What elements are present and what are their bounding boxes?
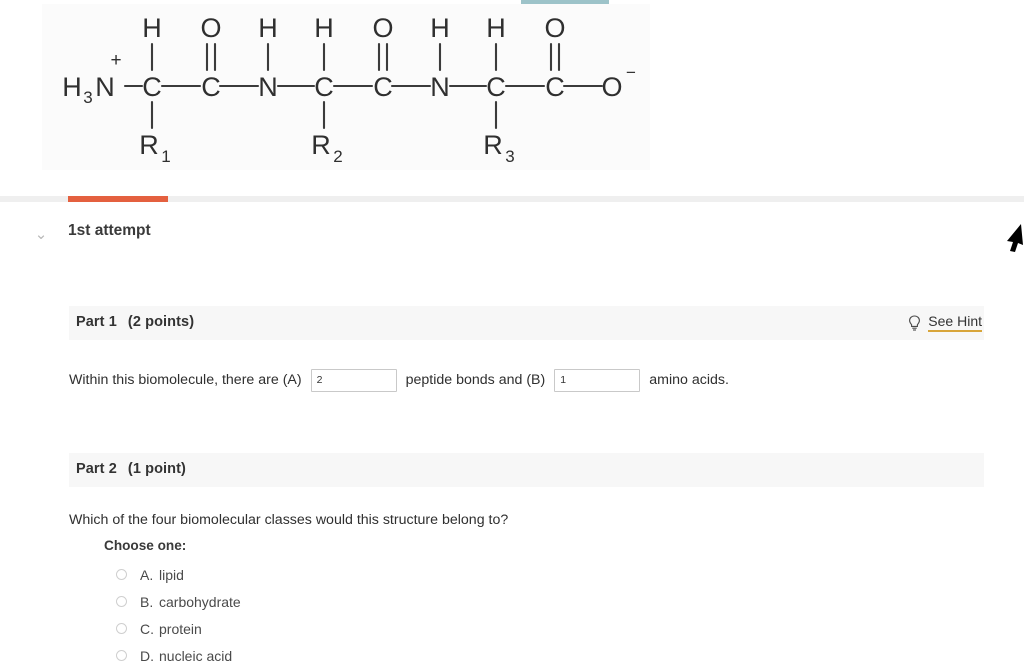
side-chain-R2: R bbox=[311, 130, 331, 160]
atom-C4: C bbox=[373, 72, 393, 102]
option-label-c: protein bbox=[159, 620, 202, 637]
atom-H-top-4: H bbox=[430, 13, 450, 43]
atom-C2: C bbox=[201, 72, 221, 102]
option-label-a: lipid bbox=[159, 566, 184, 583]
atom-O-top-3: O bbox=[544, 13, 565, 43]
see-hint-label: See Hint bbox=[928, 314, 982, 332]
option-label-d: nucleic acid bbox=[159, 647, 233, 664]
atom-N-terminus: N bbox=[95, 72, 115, 102]
part1-points: (2 points) bbox=[127, 314, 195, 330]
radio-button-d[interactable] bbox=[116, 650, 127, 661]
attempt-progress-fill bbox=[68, 196, 168, 202]
atom-N2: N bbox=[430, 72, 450, 102]
radio-button-a[interactable] bbox=[116, 569, 127, 580]
active-tab-accent bbox=[521, 0, 609, 4]
part1-sentence-start: Within this biomolecule, there are (A) bbox=[69, 372, 302, 388]
attempt-progress-track bbox=[0, 196, 1024, 202]
answer-input-a[interactable] bbox=[310, 368, 397, 392]
option-letter-d: D. bbox=[140, 647, 154, 664]
part2-title-group: Part 2 (1 point) bbox=[76, 461, 186, 477]
tripeptide-structure-figure: H 3 N + C C N C C N C C O − H O H H O H … bbox=[42, 4, 650, 170]
browser-tab-strip bbox=[0, 0, 1024, 4]
option-row-b[interactable]: B. carbohydrate bbox=[116, 588, 984, 615]
part2-title: Part 2 bbox=[76, 461, 117, 477]
side-chain-R1: R bbox=[139, 130, 159, 160]
see-hint-button[interactable]: See Hint bbox=[908, 312, 982, 334]
option-label-b: carbohydrate bbox=[159, 593, 241, 610]
answer-options-list: A. lipid B. carbohydrate C. protein D. n… bbox=[116, 561, 984, 669]
side-chain-R3: R bbox=[483, 130, 503, 160]
atom-H-terminus: H bbox=[62, 72, 82, 102]
charge-positive: + bbox=[110, 50, 121, 71]
part2-body: Which of the four biomolecular classes w… bbox=[69, 512, 984, 669]
side-chain-R3-sub: 3 bbox=[505, 147, 514, 166]
atom-O-terminus: O bbox=[601, 72, 622, 102]
attempt-header: ⌄ 1st attempt bbox=[0, 218, 1024, 258]
answer-input-b[interactable] bbox=[554, 368, 641, 392]
attempt-title: 1st attempt bbox=[68, 222, 151, 239]
option-letter-a: A. bbox=[140, 566, 154, 583]
part1-title: Part 1 bbox=[76, 314, 117, 330]
side-chain-R2-sub: 2 bbox=[333, 147, 342, 166]
part1-title-group: Part 1 (2 points) bbox=[76, 314, 194, 330]
radio-button-b[interactable] bbox=[116, 596, 127, 607]
atom-H-top-5: H bbox=[486, 13, 506, 43]
side-chain-R1-sub: 1 bbox=[161, 147, 170, 166]
atom-H-top-2: H bbox=[258, 13, 278, 43]
atom-C3: C bbox=[314, 72, 334, 102]
option-row-d[interactable]: D. nucleic acid bbox=[116, 642, 984, 669]
atom-H-top-1: H bbox=[142, 13, 162, 43]
tripeptide-structure-svg: H 3 N + C C N C C N C C O − H O H H O H … bbox=[62, 13, 636, 166]
option-row-a[interactable]: A. lipid bbox=[116, 561, 984, 588]
atom-H-top-3: H bbox=[314, 13, 334, 43]
atom-O-top-1: O bbox=[200, 13, 221, 43]
atom-O-top-2: O bbox=[372, 13, 393, 43]
part2-header: Part 2 (1 point) bbox=[69, 453, 984, 487]
part1-header: Part 1 (2 points) See Hint bbox=[69, 306, 984, 340]
part1-body: Within this biomolecule, there are (A) p… bbox=[69, 365, 984, 395]
lightbulb-icon bbox=[909, 314, 921, 331]
atom-H-subscript: 3 bbox=[83, 88, 92, 107]
part1-sentence-end: amino acids. bbox=[649, 372, 729, 388]
option-letter-c: C. bbox=[140, 620, 154, 637]
atom-C5: C bbox=[486, 72, 506, 102]
chevron-down-icon[interactable]: ⌄ bbox=[34, 226, 48, 243]
part1-sentence-middle: peptide bonds and (B) bbox=[405, 372, 546, 388]
radio-button-c[interactable] bbox=[116, 623, 127, 634]
option-letter-b: B. bbox=[140, 593, 154, 610]
atom-C6: C bbox=[545, 72, 565, 102]
choose-one-label: Choose one: bbox=[104, 538, 187, 553]
part2-question: Which of the four biomolecular classes w… bbox=[69, 512, 509, 528]
atom-N1: N bbox=[258, 72, 278, 102]
option-row-c[interactable]: C. protein bbox=[116, 615, 984, 642]
part2-points: (1 point) bbox=[127, 461, 186, 477]
charge-negative: − bbox=[626, 63, 636, 82]
atom-C1: C bbox=[142, 72, 162, 102]
